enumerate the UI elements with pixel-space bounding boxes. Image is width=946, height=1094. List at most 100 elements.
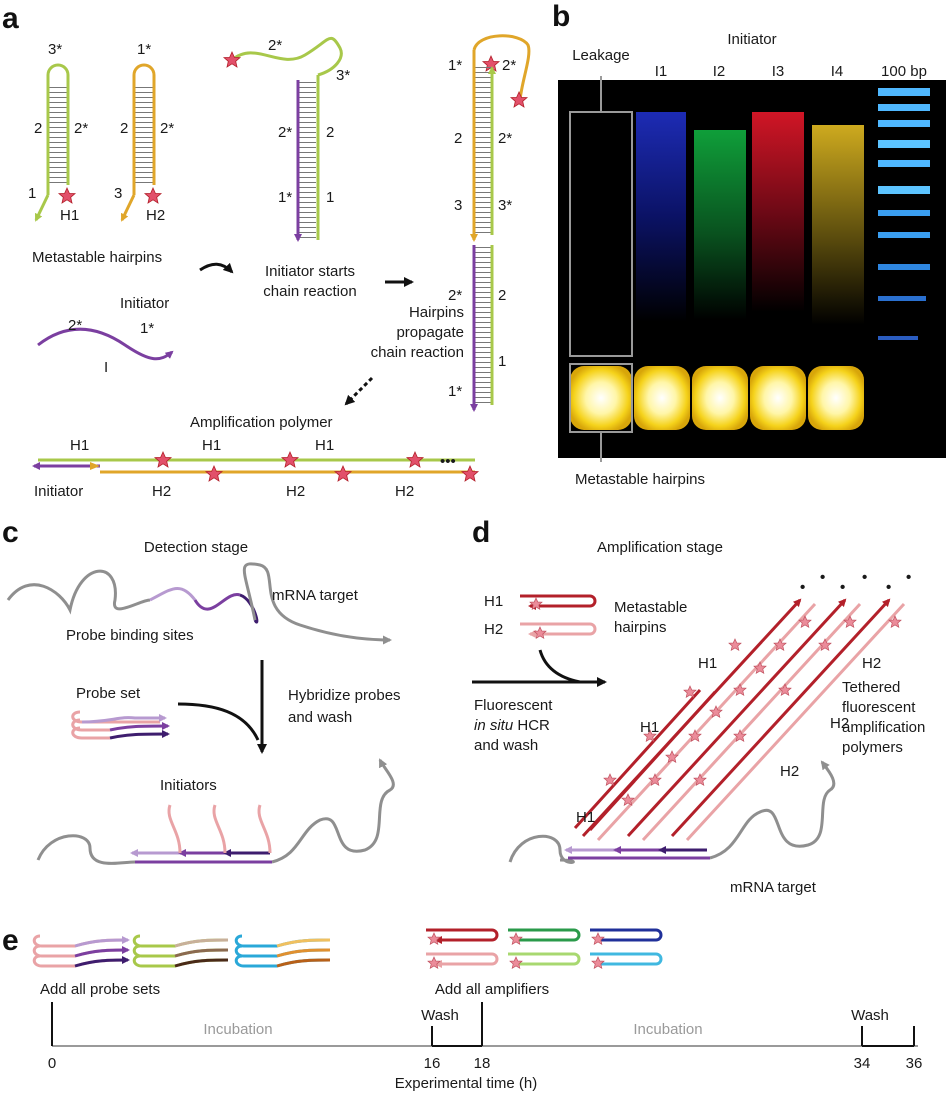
mrna-strand-bottom-right <box>271 758 395 864</box>
right-1s-top: 1* <box>448 57 462 74</box>
d-h1-label: H1 <box>484 593 503 610</box>
binding-site-2 <box>193 593 241 611</box>
tethered-2: fluorescent <box>842 699 916 716</box>
lane-label-i2: I2 <box>713 63 726 80</box>
d-dots-1: • <box>800 579 805 596</box>
propagation-complex <box>470 34 531 412</box>
d-dots-2: • <box>820 569 825 586</box>
wash-1: Wash <box>421 1007 459 1024</box>
initiator-2s: 2* <box>68 317 82 334</box>
band-hairpins-i3 <box>750 366 806 430</box>
mrna-target-label-d: mRNA target <box>730 879 817 896</box>
wash-2: Wash <box>851 1007 889 1024</box>
tick-34: 34 <box>854 1055 871 1072</box>
mid-2: 2 <box>326 124 334 141</box>
lane-i2-smear <box>694 130 746 320</box>
amplifier-set-e <box>426 928 663 969</box>
timeline-xlabel: Experimental time (h) <box>395 1075 538 1092</box>
d-dots-3: • <box>840 579 845 596</box>
h2-left-label: 2 <box>120 120 128 137</box>
lane-label-ladder: 100 bp <box>881 63 927 80</box>
initiator-label: Initiator <box>120 295 169 312</box>
hairpin-h2 <box>120 63 162 222</box>
initiator-i: I <box>104 359 108 376</box>
incubation-1: Incubation <box>203 1021 272 1038</box>
right-1: 1 <box>498 353 506 370</box>
probe-merge-arrow <box>177 702 260 741</box>
hybridize-2: and wash <box>288 709 352 726</box>
poly-label-h2-3: H2 <box>780 763 799 780</box>
right-caption-3: chain reaction <box>371 344 464 361</box>
lane-label-i3: I3 <box>772 63 785 80</box>
poly-h2-b: H2 <box>286 483 305 500</box>
mid-2s-top: 2* <box>268 37 282 54</box>
amp-polymer-caption: Amplification polymer <box>190 414 333 431</box>
panel-b: b Initiator I1 I2 I3 I4 100 bp <box>552 0 946 488</box>
ladder-bands <box>878 88 930 340</box>
poly-h1-a: H1 <box>70 437 89 454</box>
lane-i4-smear <box>812 125 864 325</box>
hairpin-h1 <box>34 63 76 222</box>
mid-1: 1 <box>326 189 334 206</box>
probe-set-c <box>71 710 170 740</box>
right-2s: 2* <box>498 130 512 147</box>
h2-name: H2 <box>146 207 165 224</box>
right-1s-bottom: 1* <box>448 383 462 400</box>
mid-2s: 2* <box>278 124 292 141</box>
probe-binding-label: Probe binding sites <box>66 627 194 644</box>
arrow-start-reaction <box>199 262 234 274</box>
initiator-tail-2 <box>212 804 227 854</box>
tick-16: 16 <box>424 1055 441 1072</box>
probe-set-e-3 <box>234 934 331 968</box>
tick-18: 18 <box>474 1055 491 1072</box>
right-caption-2: propagate <box>396 324 464 341</box>
tick-36: 36 <box>906 1055 923 1072</box>
mid-caption-2: chain reaction <box>263 283 356 300</box>
poly-label-h1-1: H1 <box>698 655 717 672</box>
hairpin-merge-arrow <box>538 649 581 684</box>
lane-i3-smear <box>752 112 804 312</box>
h1-right-label: 2* <box>74 120 88 137</box>
mrna-strand-left <box>6 569 151 615</box>
initiator-h1-complex <box>223 36 343 242</box>
d-dots-4: • <box>862 569 867 586</box>
poly-h2-a: H2 <box>152 483 171 500</box>
tethered-3: amplification <box>842 719 925 736</box>
h1-bottom-label: 1 <box>28 185 36 202</box>
band-hairpins-i2 <box>692 366 748 430</box>
panel-a: a 3* 2 2* 1 H1 1* 2 2* 3 H2 Metastable h… <box>2 2 531 500</box>
gel-hairpins-label: Metastable hairpins <box>575 471 705 488</box>
mrna-strand-bottom-left <box>36 834 136 865</box>
h1-name: H1 <box>60 207 79 224</box>
right-2: 2 <box>454 130 462 147</box>
h2-bottom-label: 3 <box>114 185 122 202</box>
band-hairpins-control <box>570 366 632 430</box>
d-dots-6: • <box>906 569 911 586</box>
panel-d: d Amplification stage H1 H2 Metastable h… <box>472 516 925 896</box>
tethered-4: polymers <box>842 739 903 756</box>
panel-b-letter: b <box>552 0 570 33</box>
mrna-d-left <box>508 834 575 864</box>
right-caption-1: Hairpins <box>409 304 464 321</box>
hybridize-1: Hybridize probes <box>288 687 401 704</box>
h1-left-label: 2 <box>34 120 42 137</box>
initiator-tail-3 <box>257 804 272 854</box>
right-2-low: 2 <box>498 287 506 304</box>
mrna-target-label-c: mRNA target <box>272 587 359 604</box>
poly-h1-c: H1 <box>315 437 334 454</box>
hairpin-pair-d <box>520 594 597 639</box>
poly-h2-c: H2 <box>395 483 414 500</box>
right-2s-top: 2* <box>502 57 516 74</box>
band-hairpins-i4 <box>808 366 864 430</box>
probe-set-e-1 <box>32 934 130 968</box>
hairpins-caption: Metastable hairpins <box>32 249 162 266</box>
poly-label-h2-2: H2 <box>830 715 849 732</box>
tethered-1: Tethered <box>842 679 900 696</box>
lane-label-i1: I1 <box>655 63 668 80</box>
right-3s: 3* <box>498 197 512 214</box>
d-dots-5: • <box>886 579 891 596</box>
tick-0: 0 <box>48 1055 56 1072</box>
detection-stage-title: Detection stage <box>144 539 248 556</box>
right-3: 3 <box>454 197 462 214</box>
poly-ellipsis: ••• <box>440 453 456 470</box>
